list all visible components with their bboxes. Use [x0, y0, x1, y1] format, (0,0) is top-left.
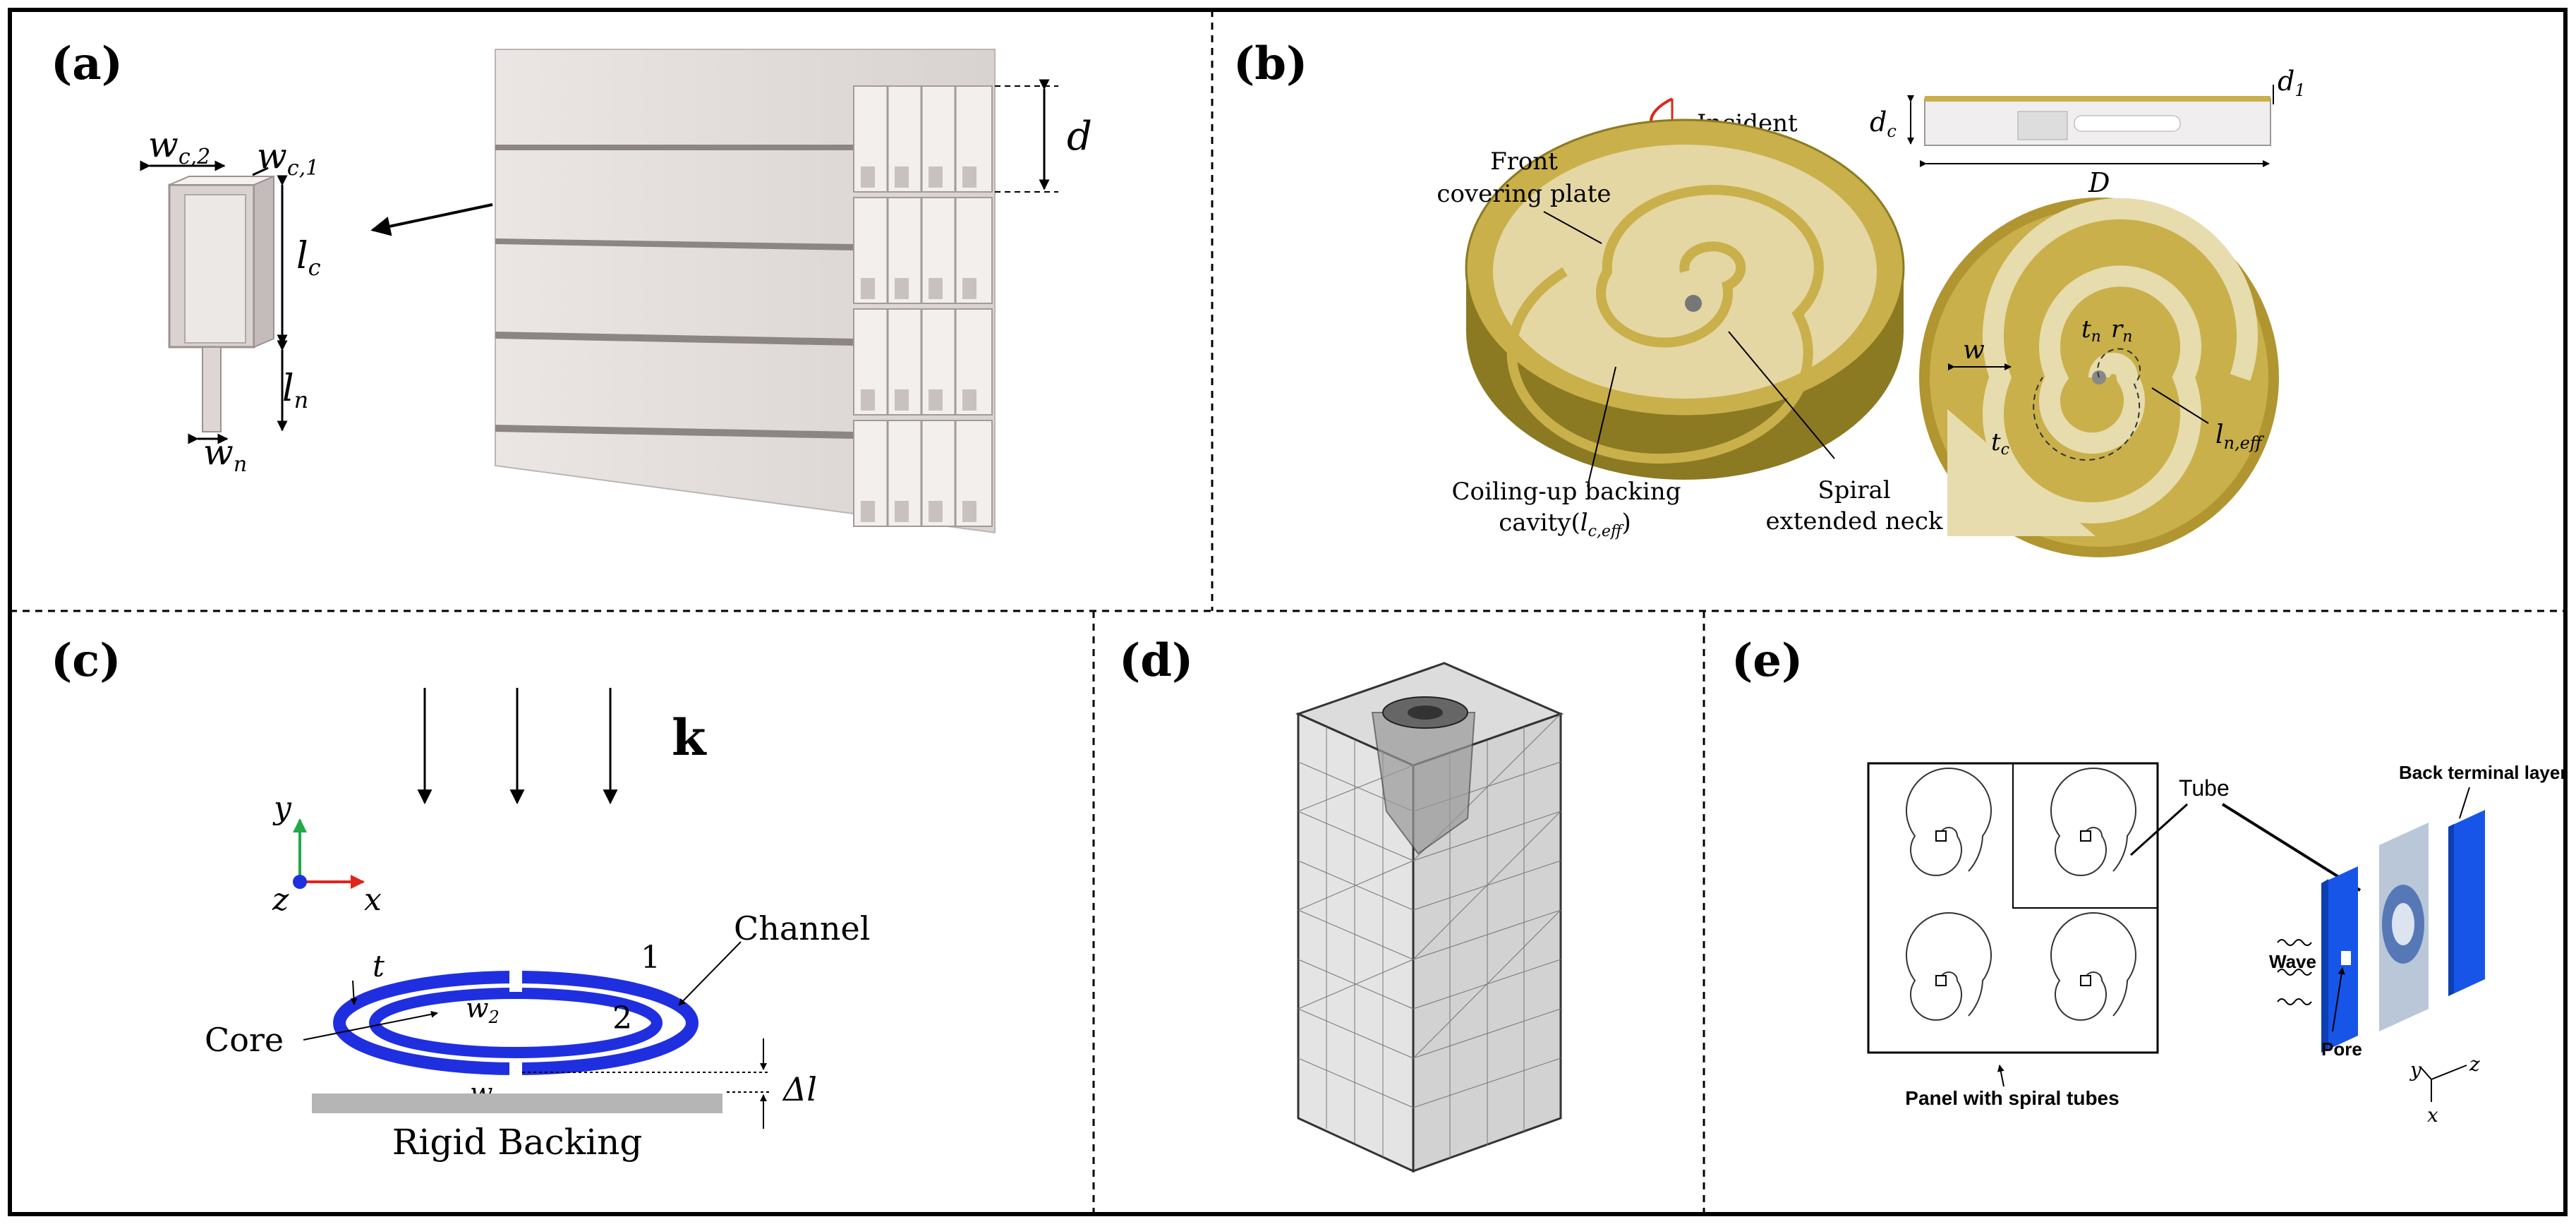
wave-vector-k: k: [672, 708, 707, 767]
coil-label-2: cavity(lc,eff): [1499, 509, 1631, 540]
dim-d: d: [1067, 114, 1092, 159]
coil-label-1: Coiling-up backing: [1452, 478, 1681, 506]
pore-label: Pore: [2321, 1038, 2362, 1060]
dim-wn: wn: [203, 432, 247, 477]
single-cell-drawing: [168, 175, 274, 432]
channel-label: Channel: [734, 909, 870, 947]
panel-c: (c) k y x z t 1 2 Channel Core w2 w1 Δ: [51, 634, 870, 1163]
rigid-backing-label: Rigid Backing: [392, 1122, 643, 1163]
axis-x-e: x: [2427, 1103, 2438, 1127]
dim-wc1: wc,1: [257, 135, 319, 181]
detail-arrow: [370, 203, 493, 236]
axis-y: y: [272, 790, 292, 826]
disc-side-view: [1924, 96, 2271, 146]
spiral-panel-grid: [1867, 762, 2159, 1054]
dim-t: t: [373, 949, 385, 983]
back-layer-label: Back terminal layer: [2399, 762, 2567, 783]
panel-a-label: (a): [51, 37, 123, 90]
dim-lneff: ln,eff: [2215, 420, 2265, 453]
wave-icon: [2277, 939, 2312, 1005]
wave-label: Wave: [2269, 951, 2316, 972]
axis-x: x: [364, 882, 382, 918]
panel-e: (e) Tube: [1731, 634, 2567, 1127]
panel-a: (a) wc,2 wc,1 lc ln wn: [51, 37, 1092, 534]
dim-ln: ln: [282, 368, 308, 413]
dim-lc: lc: [296, 235, 321, 281]
inner-ring: [369, 988, 663, 1058]
axis-z-e: z: [2469, 1053, 2480, 1076]
spiral-disc-top-view: [1919, 198, 2279, 557]
dim-w: w: [1963, 336, 1985, 365]
stacked-metamaterial-blocks: [495, 49, 996, 534]
spiral-label-1: Spiral: [1818, 476, 1890, 504]
panel-caption-label: Panel with spiral tubes: [1905, 1087, 2119, 1109]
rigid-backing-bar: [312, 1093, 722, 1113]
dim-dc: dc: [1870, 107, 1897, 141]
axis-y-e: y: [2409, 1058, 2422, 1081]
dim-D: D: [2088, 167, 2110, 198]
front-label-1: Front: [1490, 147, 1558, 176]
panel-d-label: (d): [1119, 634, 1193, 687]
dim-rn: rn: [2111, 315, 2132, 346]
panel-c-label: (c): [51, 634, 121, 687]
coordinate-axes-icon: [293, 818, 365, 889]
panel-d: (d): [1119, 634, 1564, 1173]
panel-b: (b) Incident wave Front covering plate C…: [1233, 37, 2306, 557]
dim-tn: tn: [2081, 315, 2101, 346]
dim-tc: tc: [1991, 428, 2009, 459]
dim-delta-l: Δl: [782, 1070, 817, 1108]
spiral-disc-3d: [1465, 119, 1905, 480]
panel-b-label: (b): [1233, 37, 1307, 90]
spiral-label-2: extended neck: [1765, 507, 1942, 535]
dim-wc2: wc,2: [148, 124, 210, 169]
axes-icon-e: [2419, 1065, 2467, 1102]
ring-1-label: 1: [641, 940, 660, 976]
mesh-unit-cell: [1295, 662, 1564, 1173]
dim-w2: w2: [466, 993, 500, 1027]
core-label: Core: [205, 1021, 284, 1059]
exploded-layers-3d: [2321, 810, 2485, 1053]
tube-label: Tube: [2179, 775, 2230, 801]
ring-2-label: 2: [612, 1000, 632, 1036]
panel-e-label: (e): [1731, 634, 1803, 687]
front-label-2: covering plate: [1437, 180, 1611, 208]
dim-d1: d1: [2278, 66, 2306, 100]
figure-frame: [8, 8, 2568, 1216]
axis-z: z: [272, 882, 289, 918]
